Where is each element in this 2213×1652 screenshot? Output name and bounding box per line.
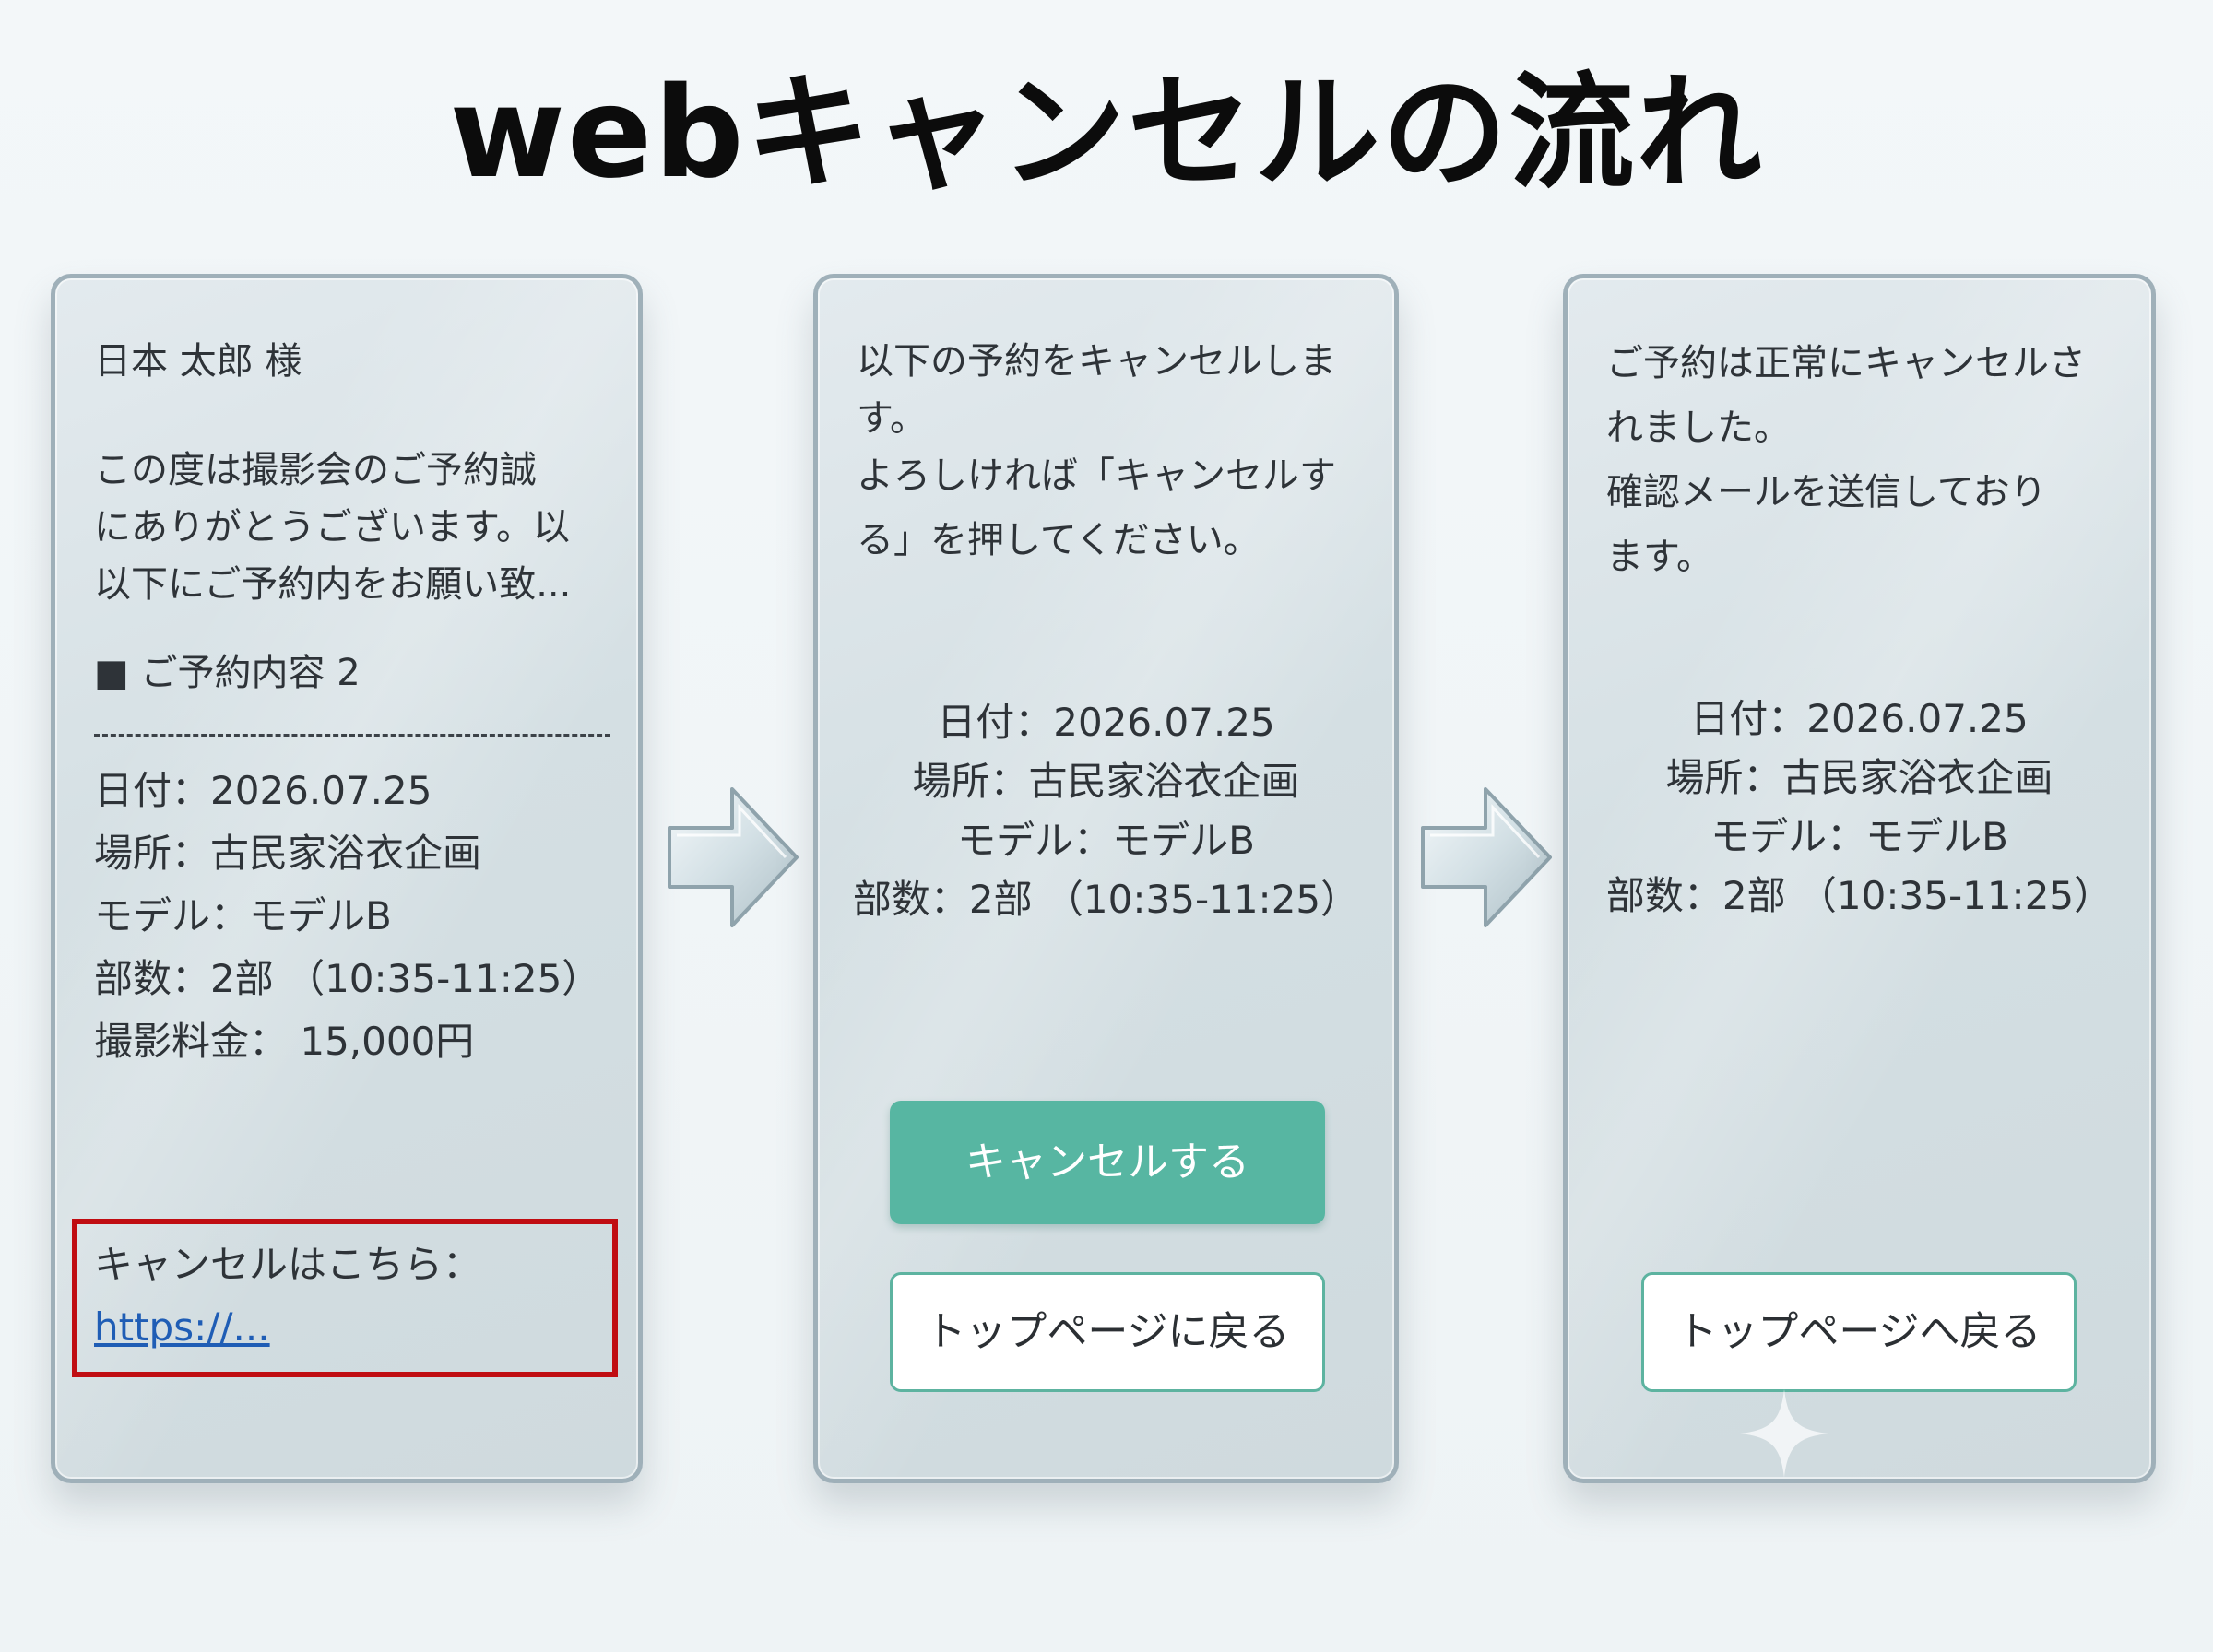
cancel-link[interactable]: https://...	[94, 1304, 270, 1350]
cancel-link-highlight	[72, 1219, 618, 1377]
message-line: 以下の予約をキャンセルしま	[857, 340, 1336, 383]
message-line: れました。	[1606, 407, 1791, 449]
detail-session: 部数：2部 （10:35-11:25）	[1605, 873, 2113, 918]
cancel-button[interactable]: キャンセルする	[890, 1101, 1325, 1224]
intro-line: 以下にご予約内をお願い致...	[94, 563, 572, 606]
detail-model: モデル：モデルB	[1710, 814, 2008, 859]
back-to-top-button[interactable]: トップページへ戻る	[1641, 1272, 2077, 1392]
arrow-right-icon	[668, 787, 799, 927]
detail-model: モデル：モデルB	[94, 893, 392, 938]
detail-place: 場所：古民家浴衣企画	[94, 831, 482, 876]
detail-session: 部数：2部 （10:35-11:25）	[852, 877, 1360, 922]
detail-date: 日付：2026.07.25	[1690, 696, 2029, 741]
section-heading: ■ ご予約内容 2	[94, 652, 361, 694]
email-card: 日本 太郎 様 この度は撮影会のご予約誠 にありがとうございます。以 以下にご予…	[51, 274, 643, 1483]
completion-card: ご予約は正常にキャンセルさ れました。 確認メールを送信しており ます。 日付：…	[1563, 274, 2156, 1483]
reservation-details: 日付：2026.07.25 場所：古民家浴衣企画 モデル：モデルB 部数：2部 …	[818, 693, 1394, 929]
page-title: webキャンセルの流れ	[449, 61, 1764, 206]
back-to-top-button[interactable]: トップページに戻る	[890, 1272, 1325, 1392]
detail-date: 日付：2026.07.25	[94, 768, 432, 813]
detail-session: 部数：2部 （10:35-11:25）	[94, 956, 601, 1001]
message-line: ご予約は正常にキャンセルさ	[1606, 342, 2086, 384]
recipient-name: 日本 太郎 様	[94, 340, 302, 383]
detail-fee: 撮影料金： 15,000円	[94, 1019, 475, 1064]
detail-place: 場所：古民家浴衣企画	[1665, 755, 2053, 800]
detail-place: 場所：古民家浴衣企画	[912, 759, 1300, 804]
cancel-label: キャンセルはこちら：	[94, 1242, 482, 1287]
arrow-right-icon	[1421, 787, 1552, 927]
message-line: 確認メールを送信しており	[1606, 471, 2047, 513]
confirm-card: 以下の予約をキャンセルしま す。 よろしければ「キャンセルす る」を押してくださ…	[813, 274, 1399, 1483]
message-line: す。	[857, 397, 927, 440]
message-line: よろしければ「キャンセルす	[857, 454, 1336, 497]
intro-line: この度は撮影会のご予約誠	[94, 449, 537, 491]
detail-date: 日付：2026.07.25	[937, 700, 1275, 745]
reservation-details: 日付：2026.07.25 場所：古民家浴衣企画 モデル：モデルB 部数：2部 …	[1568, 690, 2151, 926]
detail-model: モデル：モデルB	[957, 818, 1255, 863]
message-line: ます。	[1606, 536, 1713, 578]
message-line: る」を押してください。	[857, 519, 1260, 561]
dashed-divider	[94, 734, 610, 737]
intro-line: にありがとうございます。以	[94, 506, 570, 549]
sparkle-icon	[1740, 1389, 1828, 1478]
